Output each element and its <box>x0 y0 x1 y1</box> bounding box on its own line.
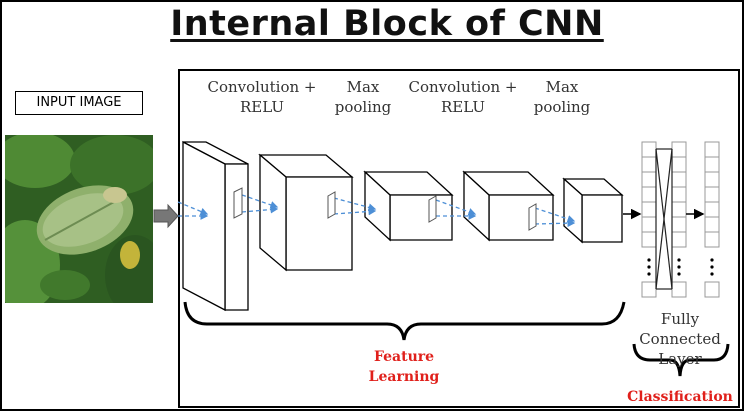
classification-brace <box>632 343 730 377</box>
feature-learning-line1: Feature <box>373 349 435 365</box>
stage-label-max-pooling-2: Max pooling <box>533 78 591 116</box>
fc-column-3 <box>704 141 720 298</box>
stage-label-conv-relu-1: Convolution + RELU <box>207 78 317 116</box>
pool-layer-2 <box>462 170 555 242</box>
fc-ellipsis-dots <box>647 258 714 276</box>
feature-map-final <box>562 177 624 244</box>
kernel-patches <box>233 187 537 231</box>
cnn-block-frame <box>178 69 740 408</box>
input-leaf-image <box>5 135 153 303</box>
fc-layer-label: Fully Connected Layer <box>639 310 721 368</box>
input-arrow <box>153 203 179 229</box>
feature-learning-line2: Learning <box>368 369 440 385</box>
fc-connections <box>655 148 673 290</box>
page-title: Internal Block of CNN <box>170 4 604 44</box>
input-image-label: INPUT IMAGE <box>15 91 143 115</box>
stage-label-max-pooling-1: Max pooling <box>334 78 392 116</box>
feature-learning-label: Feature Learning <box>352 347 456 387</box>
classification-label: Classification <box>627 389 733 405</box>
stage-label-conv-relu-2: Convolution + RELU <box>408 78 518 116</box>
feature-learning-brace <box>183 301 626 341</box>
fc-column-1 <box>641 141 657 298</box>
conv-layer-1 <box>182 140 249 312</box>
conv-layer-2 <box>363 170 454 242</box>
kernel-projections <box>177 194 576 228</box>
pool-layer-1 <box>258 153 354 272</box>
